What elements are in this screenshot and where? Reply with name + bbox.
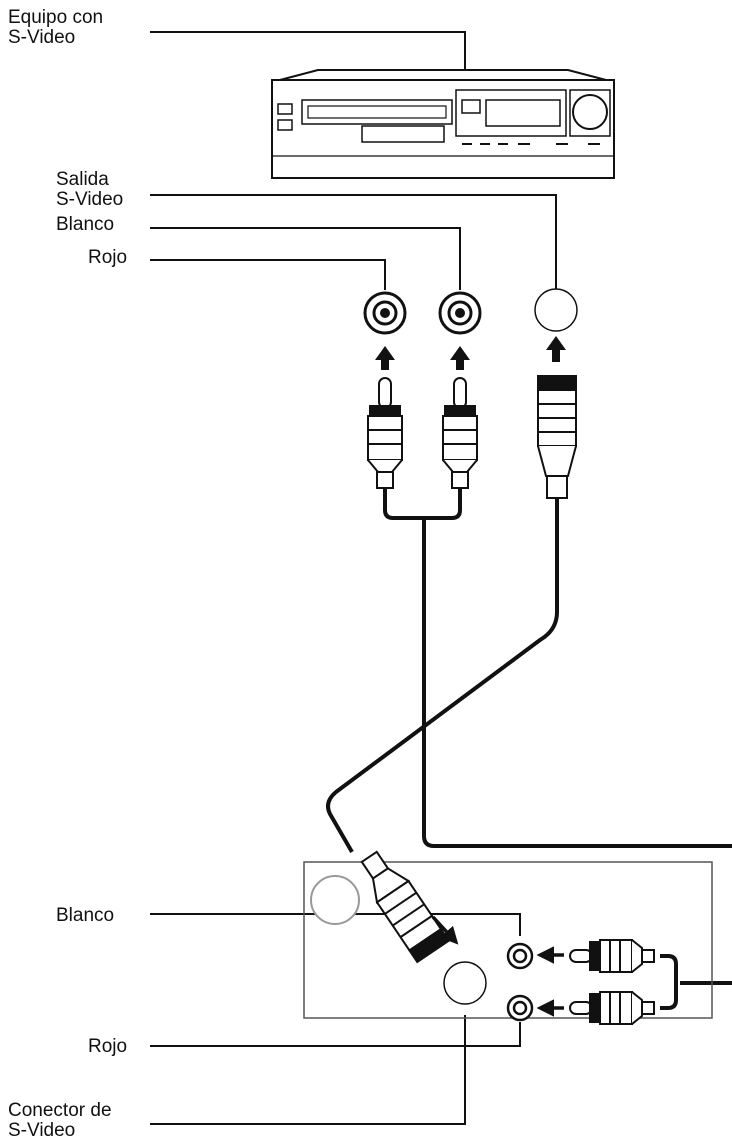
- label-salida-line2: S-Video: [56, 189, 124, 210]
- audio-cable-bottom-y: [660, 954, 678, 1010]
- label-equipo-line1: Equipo con: [8, 7, 104, 28]
- rca-jack-icon: [506, 942, 534, 970]
- label-conector-line1: Conector de: [8, 1100, 112, 1121]
- label-blanco-top: Blanco: [56, 214, 115, 235]
- svideo-jack-icon: [534, 288, 578, 332]
- vcr-device-icon: [271, 69, 615, 179]
- audio-cable-main: [422, 518, 732, 848]
- label-equipo-con-svideo: Equipo con S-Video: [8, 8, 103, 48]
- label-rojo-bottom: Rojo: [88, 1036, 128, 1057]
- label-salida-line1: Salida: [56, 169, 109, 190]
- svideo-plug-icon: [537, 375, 577, 499]
- tv-input-panel: [303, 861, 713, 1019]
- label-salida-svideo: Salida S-Video: [56, 170, 123, 210]
- svideo-cable: [326, 498, 559, 854]
- svideo-plug-icon: [360, 850, 451, 964]
- label-equipo-line2: S-Video: [8, 27, 76, 48]
- rca-jack-icon: [438, 291, 482, 335]
- leader-blanco-top: [150, 227, 461, 290]
- grey-port-icon: [310, 875, 360, 925]
- rca-plug-icon: [569, 939, 655, 973]
- leader-equipo: [150, 31, 466, 70]
- rca-plug-icon: [367, 377, 403, 489]
- rca-jack-icon: [506, 994, 534, 1022]
- arrow-up-icon: [450, 346, 470, 370]
- label-blanco-bottom: Blanco: [56, 905, 115, 926]
- leader-rojo-top: [150, 259, 386, 290]
- leader-rojo-bottom: [150, 1022, 521, 1047]
- leader-blanco-bottom: [150, 913, 521, 936]
- cables: [326, 488, 732, 1010]
- arrow-up-icon: [546, 336, 566, 362]
- leader-conector: [150, 1015, 466, 1125]
- arrow-diagonal-icon: [431, 915, 459, 945]
- label-conector-svideo: Conector de S-Video: [8, 1101, 112, 1141]
- svideo-jack-icon: [443, 961, 487, 1005]
- arrow-up-icon: [375, 346, 395, 370]
- leader-salida: [150, 194, 557, 290]
- rca-plug-icon: [569, 991, 655, 1025]
- arrow-up-icons: [375, 336, 566, 370]
- rca-jack-icon: [363, 291, 407, 335]
- rca-plug-icon: [442, 377, 478, 489]
- label-rojo-top: Rojo: [88, 247, 128, 268]
- leader-lines: [150, 31, 557, 1125]
- label-conector-line2: S-Video: [8, 1120, 76, 1141]
- audio-cable-top-y: [383, 488, 462, 520]
